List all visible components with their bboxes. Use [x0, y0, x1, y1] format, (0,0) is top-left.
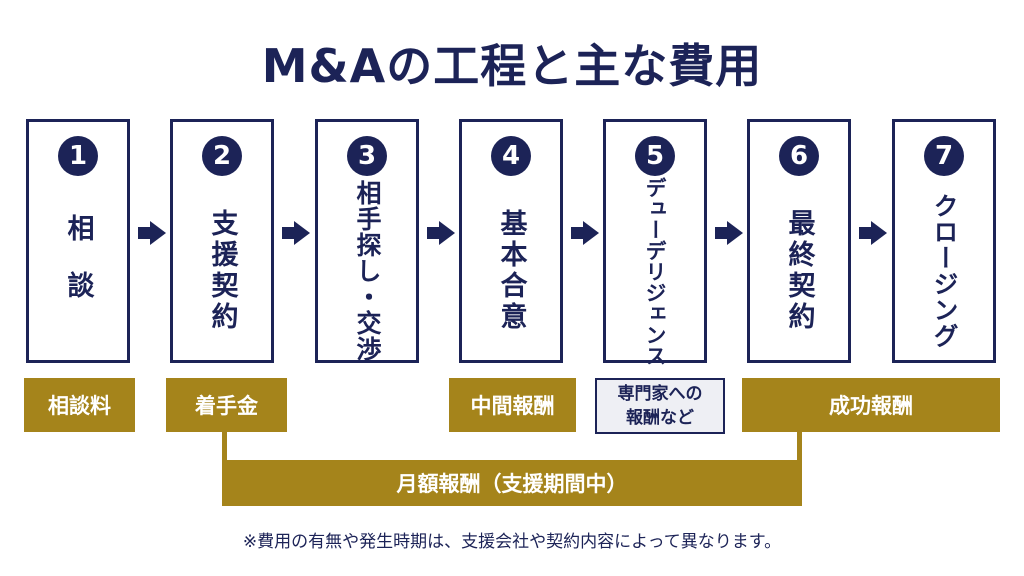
step-4-label: 基本合意 — [495, 209, 527, 333]
step-3-box: 3 相手探し・交渉 — [315, 119, 419, 363]
step-7-box: 7 クロージング — [892, 119, 996, 363]
step-2-label: 支援契約 — [206, 209, 238, 333]
step-3-number: 3 — [347, 136, 387, 176]
step-5-label: デューデリジェンス — [643, 176, 667, 366]
fee-retainer: 着手金 — [166, 378, 287, 432]
step-6-box: 6 最終契約 — [747, 119, 851, 363]
step-1-number: 1 — [58, 136, 98, 176]
step-4-box: 4 基本合意 — [459, 119, 563, 363]
fee-interim: 中間報酬 — [449, 378, 576, 432]
step-7-label: クロージング — [930, 193, 959, 349]
fee-success: 成功報酬 — [742, 378, 1000, 432]
step-1-box: 1 相談 — [26, 119, 130, 363]
fee-monthly: 月額報酬（支援期間中） — [222, 460, 802, 506]
fee-expert-line2: 報酬など — [626, 408, 694, 428]
fee-expert: 専門家への 報酬など — [595, 378, 725, 434]
footnote: ※費用の有無や発生時期は、支援会社や契約内容によって異なります。 — [242, 532, 782, 552]
page-title: M&Aの工程と主な費用 — [261, 39, 763, 93]
connector-line — [222, 432, 227, 468]
step-2-box: 2 支援契約 — [170, 119, 274, 363]
fee-expert-line1: 専門家への — [617, 384, 703, 404]
step-1-label: 相談 — [62, 214, 94, 328]
step-5-number: 5 — [635, 136, 675, 176]
step-4-number: 4 — [491, 136, 531, 176]
step-2-number: 2 — [202, 136, 242, 176]
step-7-number: 7 — [924, 136, 964, 176]
step-5-box: 5 デューデリジェンス — [603, 119, 707, 366]
step-6-number: 6 — [779, 136, 819, 176]
fee-consultation: 相談料 — [24, 378, 135, 432]
connector-line — [797, 432, 802, 468]
step-6-label: 最終契約 — [783, 209, 815, 333]
step-3-label: 相手探し・交渉 — [353, 180, 382, 362]
